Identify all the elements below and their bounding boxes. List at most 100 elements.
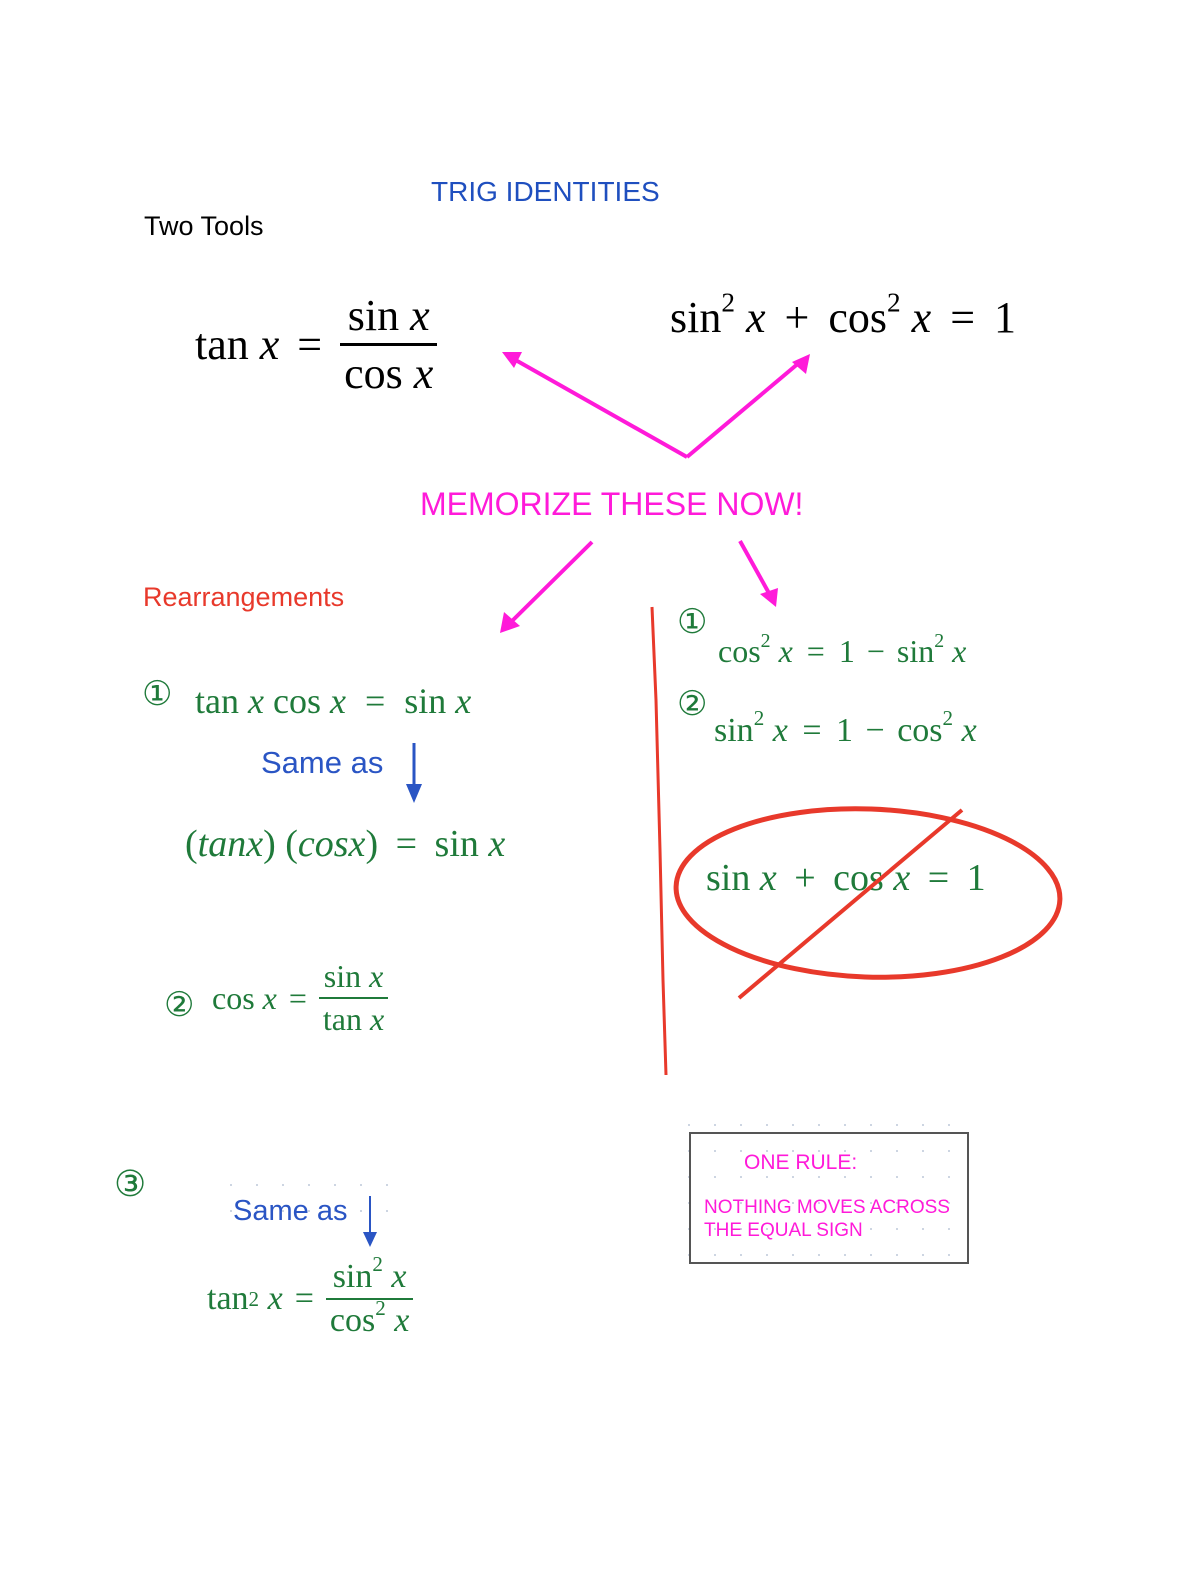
rearrangement-1-equation: tan x cos x = sin x	[195, 680, 471, 722]
rule-box-title: ONE RULE:	[744, 1151, 858, 1174]
sin-fn: sin	[323, 958, 362, 994]
cos-fn: cos	[344, 349, 403, 398]
tan-x-term: tanx	[197, 823, 264, 865]
tan-fn: tan	[195, 320, 249, 369]
tan-fn: tan	[207, 1280, 249, 1317]
var-x: x	[370, 1001, 385, 1037]
one: 1	[838, 633, 855, 669]
rule-box-dot-grid	[676, 1112, 974, 1278]
text-box-dot-grid	[218, 1172, 392, 1232]
pyth-rearrangement-2: sin2 x = 1 − cos2 x	[714, 708, 977, 750]
var-x: x	[413, 349, 434, 398]
var-x: x	[772, 712, 788, 749]
cos-fn: cos	[272, 681, 321, 721]
cos-fn: cos	[833, 857, 884, 899]
rule-box-line-2: THE EQUAL SIGN	[704, 1220, 863, 1241]
var-x: x	[488, 823, 506, 865]
one: 1	[966, 857, 986, 899]
same-as-label-1: Same as	[261, 745, 384, 780]
rearrangement-1-expanded: (tanx) (cosx) = sin x	[185, 823, 506, 865]
sin-fn: sin	[332, 1258, 373, 1295]
minus-sign: −	[865, 712, 885, 749]
vertical-divider	[650, 606, 668, 1076]
same-as-label-3: Same as	[233, 1195, 348, 1227]
marker-3: ③	[114, 1164, 147, 1205]
var-x: x	[259, 320, 280, 369]
fraction: sin x cos x	[340, 290, 438, 399]
arrow-to-pythagorean-identity-icon	[685, 354, 810, 459]
fraction: sin2 x cos2 x	[325, 1254, 414, 1340]
section-label-rearrangements: Rearrangements	[143, 582, 345, 612]
sin-fn: sin	[896, 633, 935, 669]
one: 1	[994, 293, 1017, 342]
arrow-to-tan-identity-icon	[502, 352, 688, 459]
var-x: x	[911, 293, 932, 342]
memorize-callout: MEMORIZE THESE NOW!	[420, 486, 804, 522]
var-x: x	[893, 857, 911, 899]
tan-fn: tan	[322, 1001, 362, 1037]
exponent: 2	[721, 287, 735, 318]
plus-sign: +	[794, 857, 816, 899]
equals-sign: =	[297, 320, 323, 369]
var-x: x	[759, 857, 777, 899]
cos-fn: cos	[828, 293, 888, 342]
equals-sign: =	[364, 681, 386, 721]
var-x: x	[410, 291, 430, 340]
sin-fn: sin	[434, 823, 479, 865]
rearrangement-2-equation: cos x = sin x tan x	[212, 958, 389, 1038]
cos-fn: cos	[718, 633, 761, 669]
cos-fn: cos	[897, 712, 943, 749]
equals-sign: =	[802, 712, 822, 749]
exponent: 2	[887, 287, 901, 318]
one: 1	[836, 712, 854, 749]
sin-fn: sin	[714, 712, 754, 749]
var-x: x	[394, 1302, 410, 1339]
equals-sign: =	[294, 1280, 314, 1317]
var-x: x	[247, 681, 264, 721]
var-x: x	[778, 633, 793, 669]
pyth-marker-2: ②	[677, 684, 708, 724]
plus-sign: +	[784, 293, 810, 342]
cos-fn: cos	[329, 1302, 376, 1339]
equals-sign: =	[288, 979, 307, 1016]
var-x: x	[952, 633, 967, 669]
exponent: 2	[934, 630, 945, 653]
marker-1: ①	[142, 674, 173, 714]
var-x: x	[329, 681, 346, 721]
equals-sign: =	[806, 633, 825, 669]
cos-x-term: cosx	[297, 823, 366, 865]
var-x: x	[391, 1258, 407, 1295]
sin-fn: sin	[347, 291, 400, 340]
exponent: 2	[760, 630, 771, 653]
var-x: x	[369, 958, 384, 994]
exponent: 2	[753, 706, 765, 731]
arrow-to-rearrangements-icon	[500, 540, 594, 633]
exponent: 2	[942, 706, 954, 731]
pyth-rearrangement-1: cos2 x = 1 − sin2 x	[718, 630, 967, 670]
tan-fn: tan	[195, 681, 239, 721]
rule-box	[689, 1132, 969, 1264]
var-x: x	[455, 681, 472, 721]
exponent: 2	[372, 1252, 383, 1277]
exponent: 2	[375, 1296, 386, 1321]
var-x: x	[262, 979, 277, 1016]
pyth-marker-1: ①	[677, 602, 708, 642]
rule-box-line-1: NOTHING MOVES ACROSS	[704, 1197, 950, 1218]
cos-fn: cos	[212, 979, 255, 1016]
equals-sign: =	[950, 293, 976, 342]
var-x: x	[746, 293, 766, 342]
wrong-identity: sin x + cos x = 1	[706, 856, 986, 900]
fraction: sin x tan x	[318, 958, 389, 1038]
wrong-identity-strike	[737, 808, 964, 1000]
var-x: x	[267, 1280, 283, 1317]
rearrangement-3-equation: tan 2 x = sin2 x cos2 x	[207, 1254, 414, 1340]
arrow-to-pythagorean-rearrangements-icon	[738, 540, 778, 607]
identity-tan-quotient: tan x = sin x cos x	[195, 290, 438, 399]
section-label-two-tools: Two Tools	[144, 211, 264, 241]
minus-sign: −	[866, 633, 885, 669]
equals-sign: =	[395, 823, 418, 865]
sin-fn: sin	[706, 857, 751, 899]
page-title: TRIG IDENTITIES	[431, 176, 660, 207]
identity-pythagorean: sin2 x + cos2 x = 1	[670, 289, 1017, 343]
same-as-arrow-1-icon	[406, 743, 422, 803]
